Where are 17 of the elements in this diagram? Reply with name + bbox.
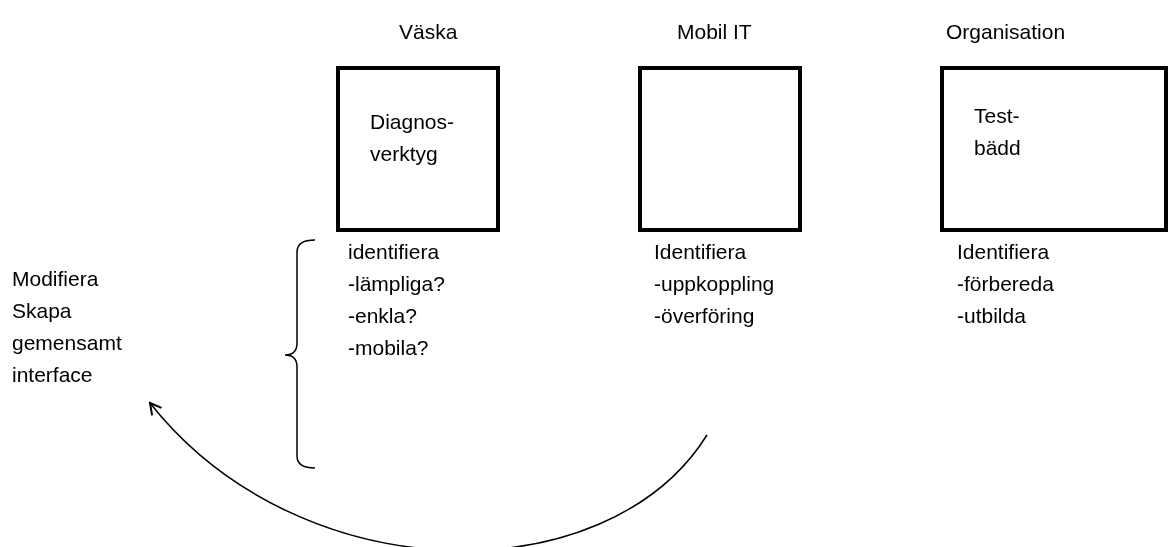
list-item: Identifiera <box>654 240 747 264</box>
list-item: -uppkoppling <box>654 272 775 296</box>
text-label: Modifiera Skapa gemensamt interface <box>12 255 142 391</box>
box-label: Test- bädd <box>974 103 1022 161</box>
list-item: identifiera <box>348 240 440 264</box>
list-item: -enkla? <box>348 304 417 328</box>
box-heading: Mobil IT <box>677 20 752 44</box>
box-label: Diagnos- verktyg <box>370 109 456 167</box>
list-item: -mobila? <box>348 336 429 360</box>
list-item: -förbereda <box>957 272 1054 296</box>
list-item: -överföring <box>654 304 755 328</box>
list-item: Identifiera <box>957 240 1050 264</box>
list-item: -utbilda <box>957 304 1026 328</box>
box-heading: Organisation <box>946 20 1066 44</box>
box-heading: Väska <box>399 20 458 44</box>
list-item: -lämpliga? <box>348 272 445 296</box>
curved-arrow <box>149 402 708 547</box>
